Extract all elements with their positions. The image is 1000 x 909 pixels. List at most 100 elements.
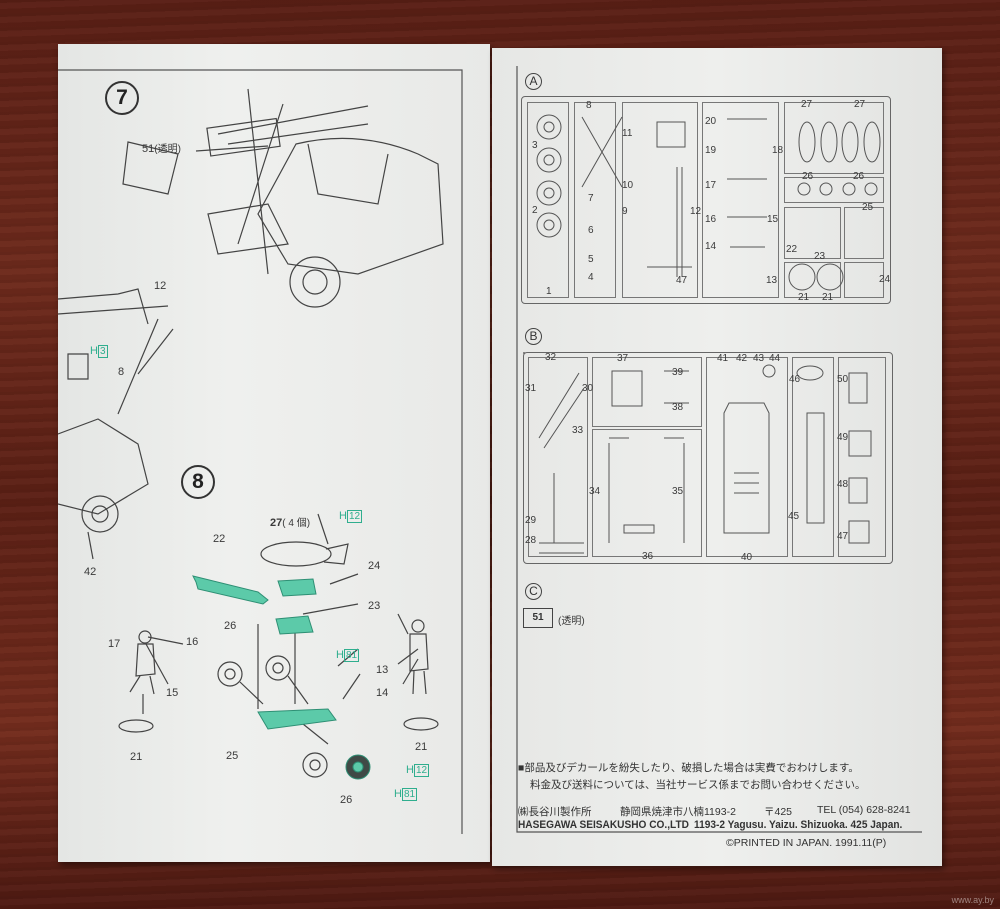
sprue-part-label: 13 bbox=[766, 275, 778, 286]
watermark: www.ay.by bbox=[951, 895, 994, 905]
sprue-c-letter: C bbox=[525, 583, 542, 600]
sprue-cell bbox=[592, 429, 702, 557]
part-label-8: 8 bbox=[118, 366, 125, 378]
sprue-cell bbox=[784, 177, 884, 203]
sprue-cell bbox=[784, 262, 841, 298]
part-label-13: 13 bbox=[376, 664, 389, 676]
sprue-cell bbox=[784, 207, 841, 259]
sprue-b-frame bbox=[523, 352, 893, 564]
part-label-16: 16 bbox=[186, 636, 199, 648]
sprue-part-label: 25 bbox=[862, 202, 874, 213]
sprue-part-label: 14 bbox=[705, 241, 717, 252]
sprue-part-label: 47 bbox=[676, 275, 688, 286]
sprue-part-label: 43 bbox=[753, 353, 765, 364]
sprue-part-label: 21 bbox=[822, 292, 834, 303]
sprue-part-label: 4 bbox=[588, 272, 594, 283]
sprue-cell bbox=[838, 357, 886, 557]
sprue-b-letter: B bbox=[525, 328, 542, 345]
sprue-b-parts bbox=[538, 364, 872, 554]
sprue-part-label: 5 bbox=[588, 254, 594, 265]
sprue-part-label: 34 bbox=[589, 486, 601, 497]
part-label-21: 21 bbox=[130, 751, 143, 763]
sprue-cell bbox=[574, 102, 616, 298]
sprue-part-label: 10 bbox=[622, 180, 634, 191]
sprue-part-label: 32 bbox=[545, 352, 557, 363]
sprue-part-label: 12 bbox=[690, 206, 702, 217]
sprue-part-label: 44 bbox=[769, 353, 781, 364]
sprue-part-label: 1 bbox=[546, 286, 552, 297]
sprue-part-label: 39 bbox=[672, 367, 684, 378]
printed-in-japan: ©PRINTED IN JAPAN. 1991.11(P) bbox=[726, 837, 887, 849]
notice-line-1: ■部品及びデカールを紛失したり、破損した場合は実費でおわけします。 bbox=[518, 762, 859, 774]
step-7-number: 7 bbox=[105, 81, 139, 115]
company-postal: 〒425 bbox=[764, 806, 793, 818]
part-label-17: 17 bbox=[108, 638, 121, 650]
sprue-part-label: 11 bbox=[622, 128, 633, 139]
sprue-part-label: 8 bbox=[586, 100, 592, 111]
sprue-part-label: 27 bbox=[854, 99, 866, 110]
sprue-part-label: 50 bbox=[837, 374, 849, 385]
step-illustrations bbox=[58, 69, 463, 834]
sprue-part-label: 21 bbox=[798, 292, 810, 303]
sprue-cell bbox=[527, 102, 569, 298]
sprue-part-label: 27 bbox=[801, 99, 813, 110]
sprue-cell bbox=[528, 357, 588, 557]
sprue-part-label: 19 bbox=[705, 145, 717, 156]
sprue-cell bbox=[592, 357, 702, 427]
part-label-23: 23 bbox=[368, 600, 381, 612]
part-label-51: 51(透明) bbox=[142, 140, 181, 155]
sprue-part-label: 31 bbox=[525, 383, 537, 394]
part-label-22: 22 bbox=[213, 533, 226, 545]
sprue-cell bbox=[784, 102, 884, 174]
part-number: 51 bbox=[142, 143, 155, 155]
sprue-part-label: 18 bbox=[772, 145, 784, 156]
sprue-part-label: 45 bbox=[788, 511, 800, 522]
paint-number: 12 bbox=[413, 764, 430, 777]
sprue-part-label: 35 bbox=[672, 486, 684, 497]
paint-number: 81 bbox=[401, 788, 418, 801]
sprue-cell bbox=[844, 207, 884, 259]
sprue-part-label: 41 bbox=[717, 353, 729, 364]
sprue-part-label: 28 bbox=[525, 535, 537, 546]
sprue-cell bbox=[792, 357, 834, 557]
part-label-27: 27( 4 個) bbox=[270, 514, 310, 529]
sprue-part-label: 9 bbox=[622, 206, 628, 217]
paint-prefix: H bbox=[90, 345, 98, 357]
sprue-part-label: 2 bbox=[532, 205, 538, 216]
company-jp-address: 静岡県焼津市八楠1193-2 bbox=[620, 806, 736, 818]
sprue-part-label: 48 bbox=[837, 479, 849, 490]
sprue-part-label: 29 bbox=[525, 515, 537, 526]
sprue-part-label: 3 bbox=[532, 140, 538, 151]
sprue-part-label: 6 bbox=[588, 225, 594, 236]
part-label-24: 24 bbox=[368, 560, 381, 572]
paint-number: 3 bbox=[97, 345, 108, 358]
part-label-42: 42 bbox=[84, 566, 97, 578]
part-label-21: 21 bbox=[415, 741, 428, 753]
part-number: 27 bbox=[270, 517, 283, 529]
sprue-c-note: (透明) bbox=[558, 616, 585, 627]
part-label-14: 14 bbox=[376, 687, 389, 699]
part-label-12: 12 bbox=[154, 280, 167, 292]
sprue-part-label: 37 bbox=[617, 353, 629, 364]
sprue-part-label: 23 bbox=[814, 251, 826, 262]
paint-number: 81 bbox=[343, 649, 360, 662]
paint-number: 12 bbox=[346, 510, 363, 523]
company-en-name: HASEGAWA SEISAKUSHO CO.,LTD bbox=[518, 819, 689, 831]
sprue-cell bbox=[706, 357, 788, 557]
sprue-part-label: 42 bbox=[736, 353, 748, 364]
sprue-part-label: 7 bbox=[588, 193, 594, 204]
part-note: ( 4 個) bbox=[282, 518, 311, 529]
company-tel: TEL (054) 628-8241 bbox=[817, 804, 911, 816]
sprue-a-letter: A bbox=[525, 73, 542, 90]
sprue-part-label: 15 bbox=[767, 214, 779, 225]
paint-prefix: H bbox=[394, 788, 402, 800]
sprue-a bbox=[521, 96, 891, 304]
part-note: (透明) bbox=[154, 144, 181, 155]
sprue-part-label: 30 bbox=[582, 383, 594, 394]
sprue-part-label: 46 bbox=[789, 374, 801, 385]
sprue-cell bbox=[844, 262, 884, 298]
sprue-part-label: 36 bbox=[642, 551, 654, 562]
